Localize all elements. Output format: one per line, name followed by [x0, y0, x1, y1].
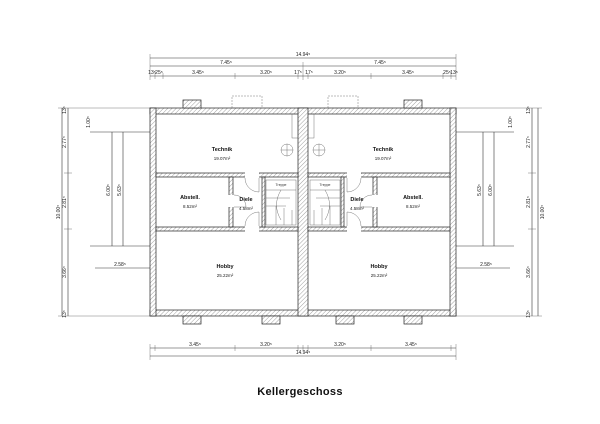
room-name-abstell-right: Abstell.	[403, 195, 423, 201]
dim-top-seg-9: 13⁵	[450, 70, 458, 76]
staircase-left: Treppe	[265, 179, 297, 226]
room-name-diele-left: Diele	[239, 197, 252, 203]
dim-top-seg-2: 3.45⁵	[192, 70, 204, 76]
stair-label-left: Treppe	[276, 183, 287, 187]
dim-bottom-seg-2: 3.20⁵	[334, 342, 346, 348]
bottom-dimensions: 3.45⁵ 3.20⁵ 3.20⁵ 3.45⁵ 14.94⁵	[149, 342, 457, 360]
dim-left-lightwell: 1.00⁵	[86, 116, 92, 128]
dim-right-inner-b: 6.00⁵	[488, 184, 494, 196]
room-name-hobby-right: Hobby	[370, 264, 388, 270]
room-area-abstell-left: 8.52m²	[183, 204, 198, 209]
room-area-technik-left: 19.07m²	[214, 156, 231, 161]
dim-left-seg-0: 2.77⁵	[62, 136, 68, 148]
dim-right-top-small: 13⁵	[526, 106, 532, 114]
dim-right-total: 10.00⁵	[540, 205, 546, 220]
room-area-hobby-left: 25.22m²	[217, 273, 234, 278]
dim-top-seg-6: 3.20⁵	[334, 70, 346, 76]
room-area-abstell-right: 8.52m²	[406, 204, 421, 209]
plan-caption: Kellergeschoss	[257, 386, 343, 398]
window-wells	[182, 99, 423, 325]
dim-top-left-half: 7.45⁵	[220, 60, 232, 66]
dim-top-seg-8: 25⁵	[443, 70, 451, 76]
room-area-diele-right: 4.58m²	[350, 206, 365, 211]
dim-top-seg-7: 3.45⁵	[402, 70, 414, 76]
room-area-hobby-right: 25.22m²	[371, 273, 388, 278]
dim-left-total: 10.00⁵	[56, 205, 62, 220]
room-name-abstell-left: Abstell.	[180, 195, 200, 201]
door-openings	[228, 172, 378, 232]
room-name-technik-right: Technik	[373, 147, 394, 153]
top-shafts	[231, 95, 359, 157]
dim-bottom-seg-0: 3.45⁵	[189, 342, 201, 348]
room-labels: Technik 19.07m² Technik 19.07m² Abstell.…	[180, 147, 423, 278]
dim-top-seg-1: 25⁵	[155, 70, 163, 76]
room-name-diele-right: Diele	[350, 197, 363, 203]
dim-top-seg-0: 13⁵	[148, 70, 156, 76]
dim-left-bottom-small: 13⁵	[62, 310, 68, 318]
dim-right-lightwell: 1.00⁵	[508, 116, 514, 128]
dim-top-total: 14.94⁵	[296, 52, 311, 58]
dim-left-bottom-outer: 2.58⁵	[114, 262, 126, 268]
dim-top-seg-4: 17⁵	[294, 70, 302, 76]
right-dimensions: 10.00⁵ 2.77⁵ 2.81⁵ 3.66⁵ 13⁵ 13⁵ 5.63⁵ 6…	[456, 106, 546, 318]
dim-right-seg-0: 2.77⁵	[526, 136, 532, 148]
dim-top-seg-5: 17⁵	[305, 70, 313, 76]
dim-left-inner-b: 5.63⁵	[117, 184, 123, 196]
dim-right-seg-2: 3.66⁵	[526, 266, 532, 278]
dim-right-inner-a: 5.63⁵	[477, 184, 483, 196]
dim-bottom-seg-3: 3.45⁵	[405, 342, 417, 348]
dim-left-inner-a: 6.00⁵	[106, 184, 112, 196]
dim-right-bottom-small: 13⁵	[526, 310, 532, 318]
dim-bottom-total: 14.94⁵	[296, 350, 311, 356]
top-dimensions: 14.94⁵ 7.45⁵ 7.45⁵ 13⁵ 25⁵ 3.45⁵ 3.20⁵ 1…	[148, 52, 458, 80]
room-name-technik-left: Technik	[212, 147, 233, 153]
dim-left-top-small: 13⁵	[62, 106, 68, 114]
left-dimensions: 10.00⁵ 2.77⁵ 2.81⁵ 3.66⁵ 13⁵ 13⁵ 6.00⁵ 5…	[56, 106, 150, 318]
dim-bottom-seg-1: 3.20⁵	[260, 342, 272, 348]
dim-left-seg-2: 3.66⁵	[62, 266, 68, 278]
staircase-right: Treppe	[309, 179, 341, 226]
dim-top-right-half: 7.45⁵	[374, 60, 386, 66]
dim-left-seg-1: 2.81⁵	[62, 196, 68, 208]
dim-right-seg-1: 2.81⁵	[526, 196, 532, 208]
room-area-diele-left: 4.58m²	[239, 206, 254, 211]
dim-right-bottom-outer: 2.58⁵	[480, 262, 492, 268]
dim-top-seg-3: 3.20⁵	[260, 70, 272, 76]
stair-label-right: Treppe	[320, 183, 331, 187]
room-area-technik-right: 19.07m²	[375, 156, 392, 161]
walls	[149, 107, 457, 317]
room-name-hobby-left: Hobby	[216, 264, 234, 270]
